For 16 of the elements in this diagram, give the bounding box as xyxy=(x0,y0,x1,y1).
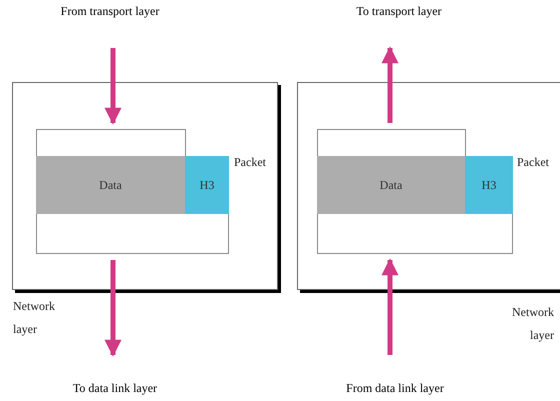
layer-name: Network layer xyxy=(511,304,554,344)
arrow xyxy=(104,260,122,357)
arrow xyxy=(382,46,398,123)
layer-label: To transport layer xyxy=(355,4,443,19)
layer-name: Network layer xyxy=(13,298,56,338)
layer-label: From data link layer xyxy=(345,381,445,396)
data-label: Data xyxy=(380,178,402,192)
packet-label: Packet xyxy=(517,156,549,168)
header-label: H3 xyxy=(200,178,214,192)
layer-label: To data link layer xyxy=(72,381,158,396)
layer-label: From transport layer xyxy=(60,4,160,19)
arrow xyxy=(382,258,398,355)
arrow xyxy=(104,48,122,125)
header-label: H3 xyxy=(482,178,496,192)
data-label: Data xyxy=(99,178,122,192)
packet-label: Packet xyxy=(234,156,266,168)
